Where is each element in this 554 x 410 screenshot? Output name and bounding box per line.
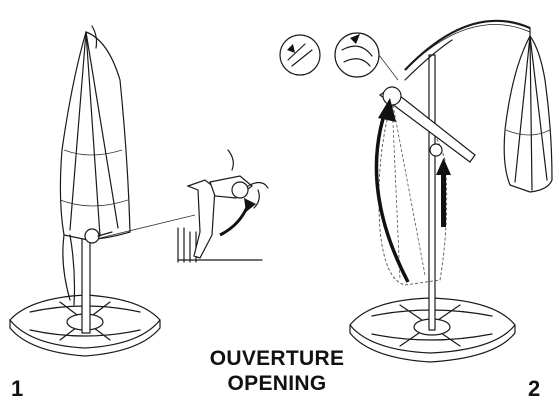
lift-arrow-straight (436, 158, 451, 227)
umbrella-arm (378, 39, 476, 163)
hanging-canopy (503, 27, 553, 193)
step-number-2: 2 (528, 376, 541, 401)
detail-leader-line (99, 214, 196, 239)
title-english: OPENING (227, 372, 327, 395)
crank-detail-zoom (177, 149, 269, 263)
crank-hub-1 (84, 228, 113, 244)
umbrella-pole-2 (428, 54, 436, 331)
step-1-illustration (9, 25, 269, 357)
step-2-illustration (279, 19, 553, 363)
latch-detail-insets (279, 32, 399, 81)
folded-canopy-ghost (378, 99, 448, 286)
cantilever-arm (404, 19, 531, 71)
step-number-1: 1 (11, 376, 24, 401)
title-french: OUVERTURE (209, 347, 345, 370)
closed-canopy-1 (59, 25, 131, 306)
lift-arrow-curved (374, 98, 410, 283)
